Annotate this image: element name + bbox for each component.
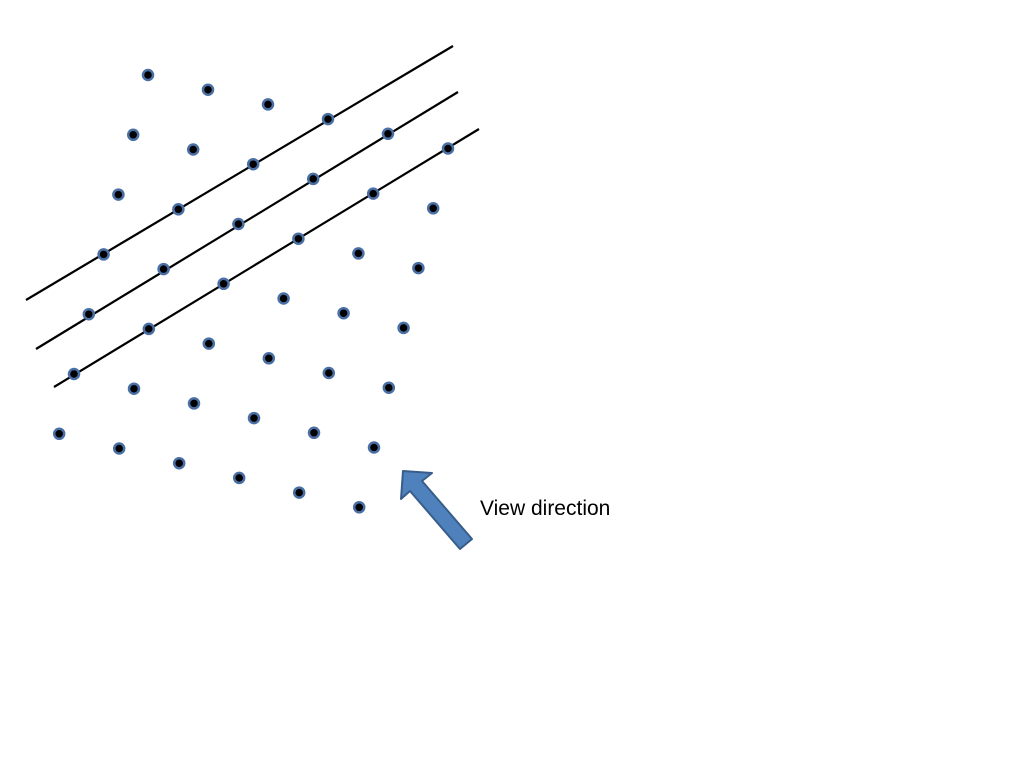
lattice-point [232, 471, 246, 485]
lattice-point [126, 128, 140, 142]
lattice-point [172, 203, 185, 216]
lattice-point [381, 127, 395, 141]
lattice-point [322, 366, 336, 380]
lattice-point [67, 367, 81, 381]
lattice-point [261, 98, 275, 111]
projection-line [25, 45, 454, 301]
lattice-point [262, 352, 276, 365]
lattice-point [412, 261, 425, 275]
arrow-up-left-icon [400, 470, 473, 550]
lattice-point [217, 277, 230, 291]
lattice-point [246, 157, 260, 171]
lattice-point [172, 456, 186, 470]
lattice-point [337, 306, 350, 320]
lattice-point [441, 142, 455, 155]
lattice-point [366, 187, 380, 200]
lattice-point [201, 83, 215, 96]
view-direction-label: View direction [480, 497, 610, 520]
lattice-point [292, 486, 306, 499]
lattice-point [52, 427, 66, 441]
lattice-point [82, 307, 96, 321]
lattice-point [142, 322, 156, 336]
lattice-point [232, 217, 245, 231]
lattice-point [367, 441, 381, 454]
lattice-point [277, 292, 290, 305]
lattice-point [426, 202, 440, 215]
lattice-point [141, 68, 155, 82]
projection-line [35, 91, 459, 350]
lattice-point [321, 112, 335, 126]
lattice-point [292, 232, 305, 245]
lattice-point [397, 321, 410, 335]
lattice-point [247, 411, 261, 425]
lattice-point [127, 382, 141, 395]
lattice-points [52, 68, 455, 514]
lattice-point [97, 248, 110, 261]
lattice-point [202, 337, 216, 350]
lattice-point [307, 426, 321, 440]
lattice-point [306, 172, 320, 186]
lattice-point [186, 143, 200, 156]
projection-line [53, 128, 480, 388]
lattice-point [352, 501, 366, 514]
lattice-point [157, 262, 170, 276]
lattice-point [352, 247, 365, 260]
lattice-point [112, 442, 126, 455]
lattice-point [382, 381, 396, 394]
lattice-point [112, 188, 125, 201]
projection-lines [25, 45, 480, 388]
lattice-point [187, 397, 201, 410]
